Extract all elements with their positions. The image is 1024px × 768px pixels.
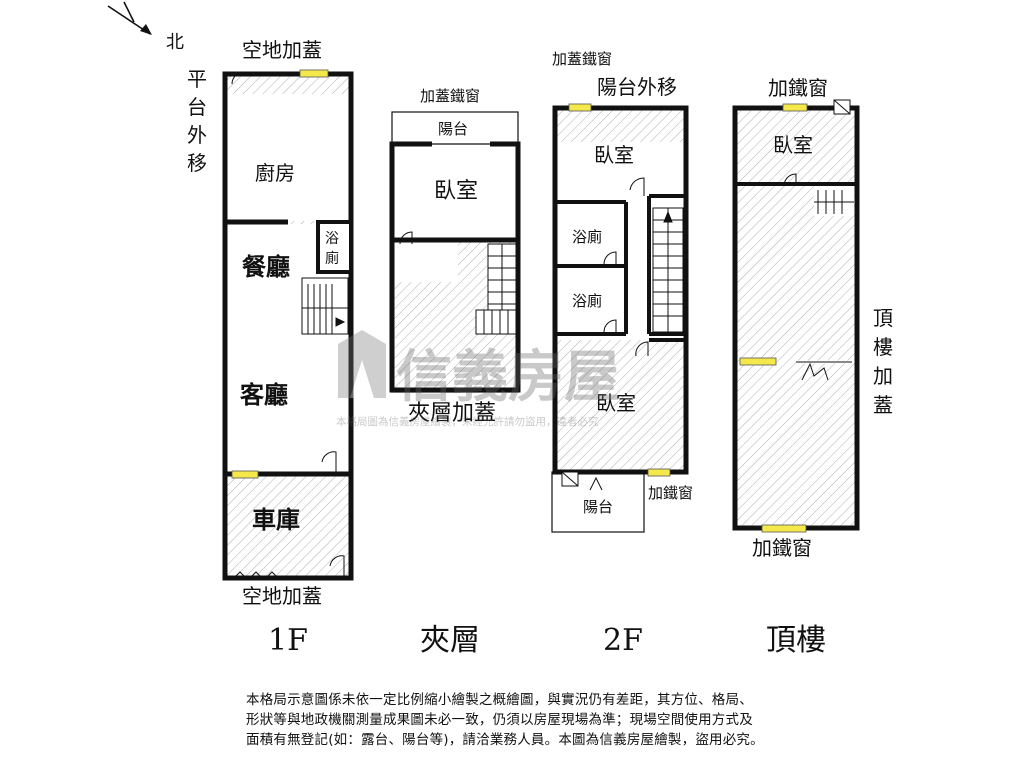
mezz-note-bottom: 夾層加蓋 xyxy=(408,401,496,426)
mezz-room-bedroom: 臥室 xyxy=(434,179,478,204)
f2-room-balcony: 陽台 xyxy=(583,498,613,516)
svg-text:台: 台 xyxy=(187,95,207,119)
f2-room-bedroom-bottom: 臥室 xyxy=(596,391,636,415)
f1-caption: 1F xyxy=(268,623,308,658)
f2-door-icon xyxy=(603,251,617,266)
svg-text:蓋: 蓋 xyxy=(873,393,893,417)
f2-bottom-hatch xyxy=(557,340,686,470)
f1-room-dining: 餐廳 xyxy=(242,252,290,281)
svg-text:外: 外 xyxy=(187,123,207,147)
north-label: 北 xyxy=(166,32,184,53)
f1-note-side: 平 台 外 移 xyxy=(187,67,207,175)
f1-room-kitchen: 廚房 xyxy=(255,161,295,185)
f2-note-window-right: 加鐵窗 xyxy=(648,484,693,502)
f1-garage-hatch xyxy=(226,474,350,578)
watermark-notice: 本格局圖為信義房屋繪製，未經允許請勿盜用，違者必究 xyxy=(336,415,599,428)
f2-top-hatch xyxy=(555,108,686,142)
f2-door-icon xyxy=(635,341,649,357)
floor-2f-plan xyxy=(551,103,689,533)
disclaimer-line: 形狀等與地政機關測量成果圖未必一致，仍須以房屋現場為準；現場空間使用方式及 xyxy=(246,712,753,728)
f2-room-bath2: 浴廁 xyxy=(572,292,602,310)
f1-bath-label: 浴 xyxy=(325,231,339,247)
north-arrow-icon xyxy=(107,1,152,35)
f1-note-bottom: 空地加蓋 xyxy=(242,584,322,608)
disclaimer-text: 本格局示意圖係未依一定比例縮小繪製之概繪圖，與實況仍有差距，其方位、格局、 形狀… xyxy=(246,690,946,750)
f2-room-bedroom-top: 臥室 xyxy=(594,143,634,167)
roof-note-window-bottom: 加鐵窗 xyxy=(752,536,812,560)
disclaimer-line: 面積有無登記(如：露台、陽台等)，請洽業務人員。本圖為信義房屋繪製，盜用必究。 xyxy=(246,732,764,748)
roof-caption: 頂樓 xyxy=(766,623,826,658)
mezz-door-icon xyxy=(399,231,413,245)
floor-roof-plan xyxy=(732,99,860,533)
svg-text:平: 平 xyxy=(187,67,207,91)
f2-door-icon xyxy=(629,177,645,196)
f1-door-icon xyxy=(329,555,345,578)
f1-note-top: 空地加蓋 xyxy=(242,38,322,62)
roof-note-window-top: 加鐵窗 xyxy=(768,76,828,100)
f1-room-garage: 車庫 xyxy=(252,505,300,534)
roof-window-icon xyxy=(782,103,808,112)
f1-stairs-icon xyxy=(302,284,348,334)
f2-window-icon xyxy=(568,103,592,112)
f2-window-icon xyxy=(647,468,671,477)
svg-text:樓: 樓 xyxy=(873,335,893,359)
roof-window-icon xyxy=(739,357,777,366)
f1-door-icon xyxy=(231,71,245,85)
brand-logo-icon xyxy=(338,330,386,398)
f1-room-living: 客廳 xyxy=(240,380,288,409)
f2-door-icon xyxy=(603,319,617,334)
watermark: 信義房屋 本格局圖為信義房屋繪製，未經允許請勿盜用，違者必究 xyxy=(336,330,620,428)
mezz-caption: 夾層 xyxy=(420,623,480,658)
f2-room-bath1: 浴廁 xyxy=(572,228,602,246)
watermark-brand: 信義房屋 xyxy=(396,345,620,410)
floor-mezzanine-plan xyxy=(389,111,521,393)
f1-bath-label: 廁 xyxy=(325,250,339,267)
roof-window-icon xyxy=(761,524,807,533)
f2-note-window-top: 加蓋鐵窗 xyxy=(552,50,612,68)
f2-note-balcony-move: 陽台外移 xyxy=(597,75,677,99)
roof-room-bedroom: 臥室 xyxy=(773,133,813,157)
floor-1f-plan xyxy=(222,69,354,581)
roof-note-side: 頂 樓 加 蓋 xyxy=(873,306,893,417)
mezz-room-balcony: 陽台 xyxy=(438,120,468,138)
f1-window-icon xyxy=(299,69,329,78)
f2-stairs-icon xyxy=(653,208,683,332)
svg-text:移: 移 xyxy=(187,151,207,175)
disclaimer-line: 本格局示意圖係未依一定比例縮小繪製之概繪圖，與實況仍有差距，其方位、格局、 xyxy=(246,692,753,708)
f1-door-icon xyxy=(321,451,337,474)
f2-caption: 2F xyxy=(603,623,643,658)
roof-door-icon xyxy=(783,173,797,187)
svg-text:頂: 頂 xyxy=(873,306,893,330)
mezz-note-window: 加蓋鐵窗 xyxy=(420,87,480,105)
f1-window-icon xyxy=(231,470,259,479)
svg-text:加: 加 xyxy=(873,364,893,388)
roof-hatch xyxy=(735,108,857,528)
